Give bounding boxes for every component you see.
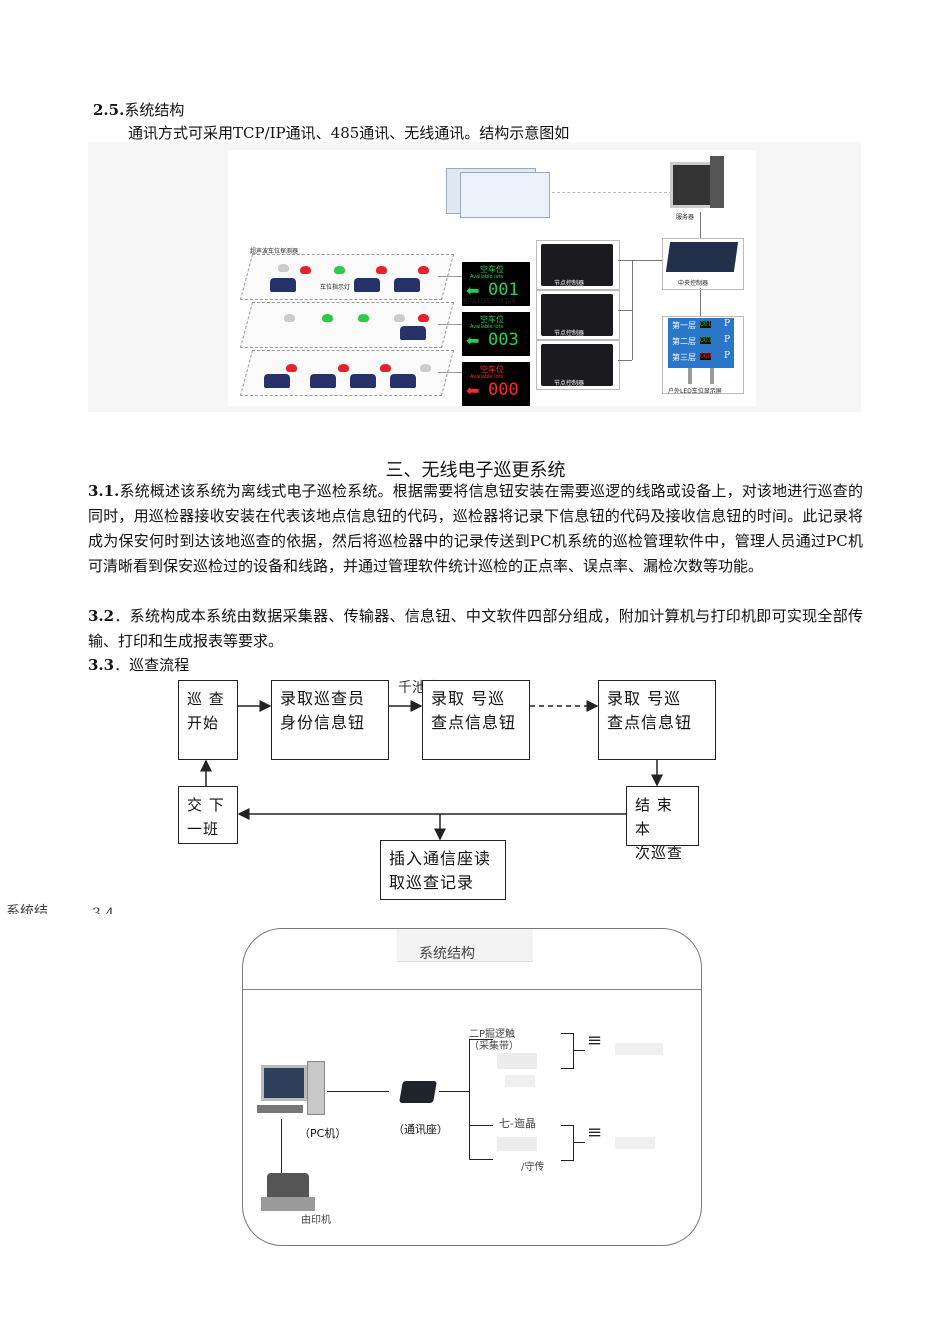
pc-monitor-icon [261, 1065, 307, 1101]
comm-seat-label: （通讯座） [393, 1123, 448, 1136]
paragraph-3-2: 3.2．系统构成本系统由数据采集器、传输器、信息钮、中文软件四部分组成，附加计算… [88, 607, 863, 650]
stray-section-number: 3.4 [92, 906, 115, 914]
printer-label: 由印机 [301, 1215, 331, 1226]
indoor-led-panel-2: 空车位 Available lots ⬅ 003 [462, 312, 530, 356]
signal-icon: ≡ [587, 1122, 603, 1143]
parking-system-diagram: 服务器 超声波车位探测器 车位指示灯 空车位 Available lots ⬅ … [88, 142, 861, 412]
flow-read-point-1-box: 录取 号巡 查点信息钮 [422, 680, 530, 760]
branch-top-label: 二P掘逻触 （采集带） [469, 1029, 519, 1052]
printer-icon [267, 1173, 309, 1199]
flow-start-box: 巡 查 开始 [178, 680, 238, 760]
indoor-led-panel-3: 空车位 Available lots ⬅ 000 [462, 362, 530, 406]
server-tower-icon [710, 156, 724, 208]
server-label: 服务器 [676, 214, 695, 221]
indoor-led-label: 室内LED车位显示屏 [462, 298, 516, 305]
outdoor-led-board: 第一层 001 P 第二层 003 P 第三层 000 P [668, 318, 734, 368]
branch-bottom-label: /守传 [521, 1162, 545, 1171]
flow-handover-box: 交 下 一班 [178, 786, 238, 844]
node-controller-3 [541, 344, 613, 386]
paragraph-3-3: 3.3．巡查流程 [88, 656, 190, 674]
outdoor-led-label: 户外LED车位显示屏 [668, 388, 722, 395]
software-screenshot-2 [460, 172, 550, 218]
spot-indicator-label: 车位指示灯 [320, 284, 351, 291]
signal-icon: ≡ [587, 1030, 603, 1051]
green-lamp-icon [334, 266, 345, 274]
ultrasonic-detector-label: 超声波车位探测器 [250, 248, 299, 255]
paragraph-3-1: 3.1.系统概述该系统为离线式电子巡检系统。根据需要将信息钮安装在需要巡逻的线路… [88, 482, 863, 575]
stray-text-left: 系统结 [6, 904, 48, 914]
branch-mid-label: 七-迤晶 [499, 1117, 536, 1130]
chapter-3-title: 三、无线电子巡更系统 [385, 460, 566, 481]
pc-tower-icon [307, 1061, 325, 1115]
node-controller-2 [541, 294, 613, 336]
flow-read-id-box: 录取巡查员 身份信息钮 [271, 680, 389, 760]
red-lamp-icon [300, 266, 311, 274]
section-2-5-text: 通讯方式可采用TCP/IP通讯、485通讯、无线通讯。结构示意图如 [128, 124, 570, 142]
section-2-5-heading: 2.5.系统结构 [93, 101, 185, 119]
flow-end-box: 结 束 本 次巡查 [626, 786, 699, 862]
comm-seat-icon [399, 1081, 437, 1103]
car-icon [270, 278, 296, 292]
flow-insert-read-box: 插入通信座读 取巡查记录 [380, 840, 506, 900]
left-arrow-icon: ⬅ [466, 281, 480, 300]
system-structure-title: 系统结构 [419, 946, 475, 961]
pc-label: （PC机） [299, 1127, 347, 1140]
central-controller-label: 中央控制器 [678, 280, 709, 287]
system-structure-diagram: 系统结构 （PC机） （通讯座） 二P掘逻触 （采集带） 七-迤晶 /守传 ≡ … [242, 928, 702, 1246]
indoor-led-panel-1: 空车位 Available lots ⬅ 001 [462, 262, 530, 306]
flow-read-point-2-box: 录取 号巡 查点信息钮 [598, 680, 716, 760]
node-controller-1 [541, 244, 613, 286]
keyboard-icon [257, 1105, 303, 1113]
